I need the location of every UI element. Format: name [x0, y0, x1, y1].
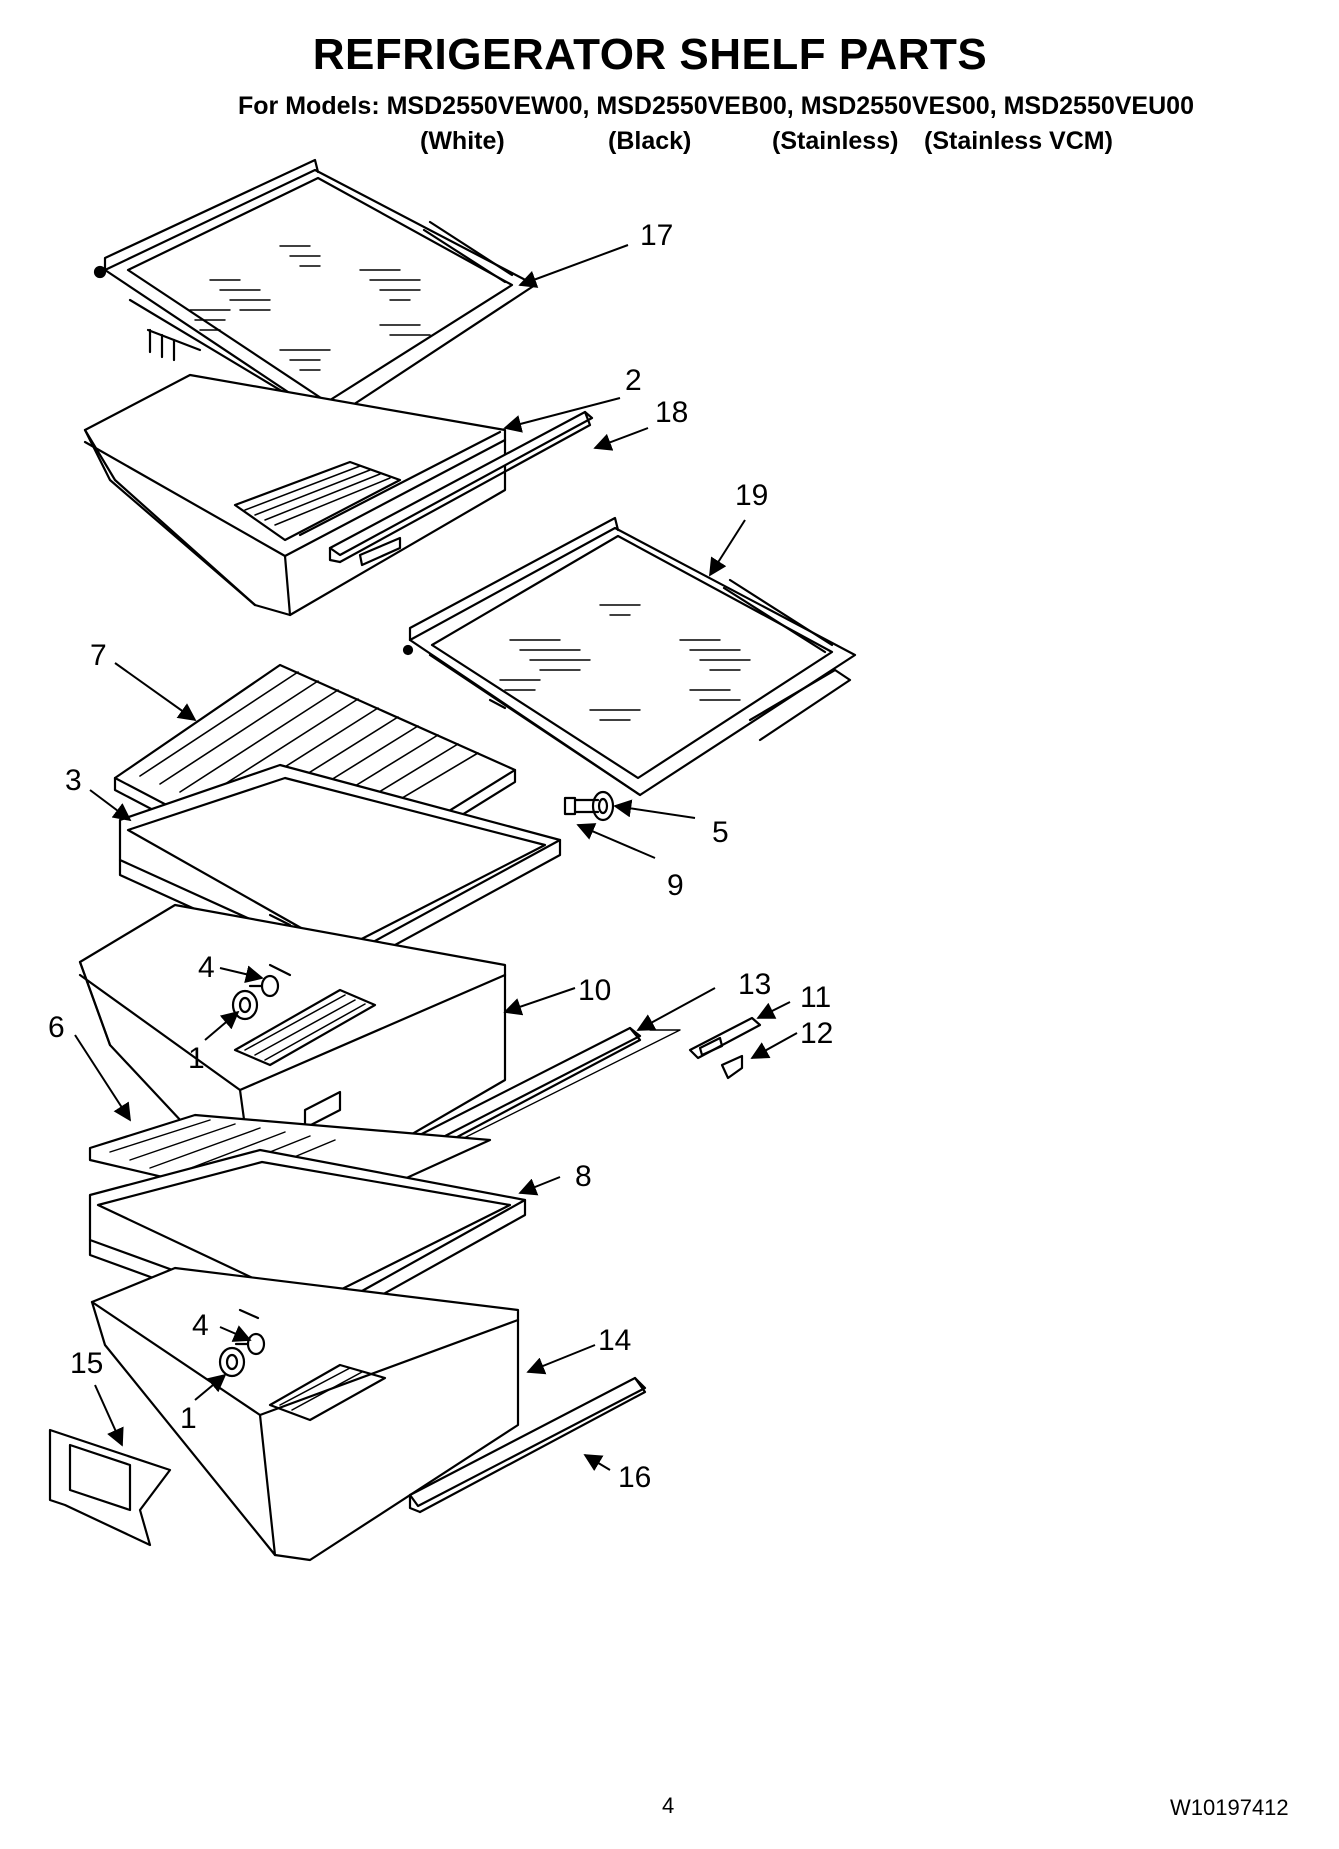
trim-strip-part-18 — [328, 410, 594, 564]
badge-part-15 — [48, 1428, 172, 1547]
bottom-drawer-part-14 — [90, 1266, 520, 1562]
shelf-support-part-5 — [591, 790, 615, 822]
leader-5 — [613, 799, 696, 819]
leader-11 — [756, 1001, 791, 1019]
leader-13 — [636, 987, 716, 1031]
clip-part-11 — [688, 1016, 762, 1060]
slide-part-4-upper — [248, 974, 280, 998]
callout-18: 18 — [655, 396, 688, 429]
clip-part-12 — [720, 1054, 744, 1080]
callout-16: 16 — [618, 1461, 651, 1494]
slide-part-1-lower — [218, 1346, 246, 1378]
callout-17: 17 — [640, 219, 673, 252]
leader-4b — [219, 1325, 252, 1342]
leader-16 — [583, 1454, 611, 1472]
leader-1a — [204, 1010, 240, 1041]
support-screw-part-9 — [563, 796, 600, 816]
callout-2: 2 — [625, 364, 642, 397]
leader-15 — [94, 1384, 124, 1447]
callout-10: 10 — [578, 974, 611, 1007]
document-number: W10197412 — [1170, 1795, 1289, 1820]
callout-5: 5 — [712, 816, 729, 849]
leader-2 — [503, 397, 621, 433]
variant-black: (Black) — [608, 127, 692, 155]
leader-1b — [194, 1373, 227, 1401]
callout-15: 15 — [70, 1347, 103, 1380]
callout-3: 3 — [65, 764, 82, 797]
variant-stainless-vcm: (Stainless VCM) — [924, 127, 1113, 155]
callout-8: 8 — [575, 1160, 592, 1193]
leader-4a — [219, 965, 264, 984]
slide-part-4-lower — [234, 1332, 266, 1356]
variant-stainless: (Stainless) — [772, 127, 899, 155]
leader-17 — [518, 244, 629, 288]
callout-6: 6 — [48, 1011, 65, 1044]
leader-12 — [750, 1032, 798, 1059]
leader-7 — [114, 662, 197, 722]
page-title: REFRIGERATOR SHELF PARTS — [312, 30, 988, 79]
callout-1-upper: 1 — [188, 1042, 205, 1075]
callout-12: 12 — [800, 1017, 833, 1050]
callout-7: 7 — [90, 639, 107, 672]
leader-18 — [593, 427, 649, 451]
glass-shelf-part-19 — [402, 516, 857, 797]
leader-19 — [709, 519, 746, 577]
variant-white: (White) — [420, 127, 505, 155]
leader-9 — [576, 823, 656, 859]
trim-strip-part-13 — [398, 1026, 681, 1164]
leader-8 — [518, 1176, 561, 1196]
callout-4-lower: 4 — [192, 1309, 209, 1342]
leader-3 — [89, 789, 132, 822]
page-number: 4 — [662, 1793, 675, 1818]
models-line: For Models: MSD2550VEW00, MSD2550VEB00, … — [238, 92, 1194, 120]
callout-14: 14 — [598, 1324, 631, 1357]
leader-14 — [526, 1344, 596, 1375]
leader-10 — [503, 987, 576, 1016]
slide-part-1-upper — [231, 989, 259, 1021]
glass-shelf-part-17 — [93, 158, 537, 422]
callout-4-upper: 4 — [198, 951, 215, 984]
leader-6 — [74, 1034, 131, 1122]
callout-9: 9 — [667, 869, 684, 902]
callout-1-lower: 1 — [180, 1402, 197, 1435]
callout-13: 13 — [738, 968, 771, 1001]
trim-strip-part-16 — [408, 1376, 647, 1514]
callout-19: 19 — [735, 479, 768, 512]
callout-11: 11 — [800, 981, 831, 1014]
crisper-drawer-part-2 — [83, 373, 507, 617]
